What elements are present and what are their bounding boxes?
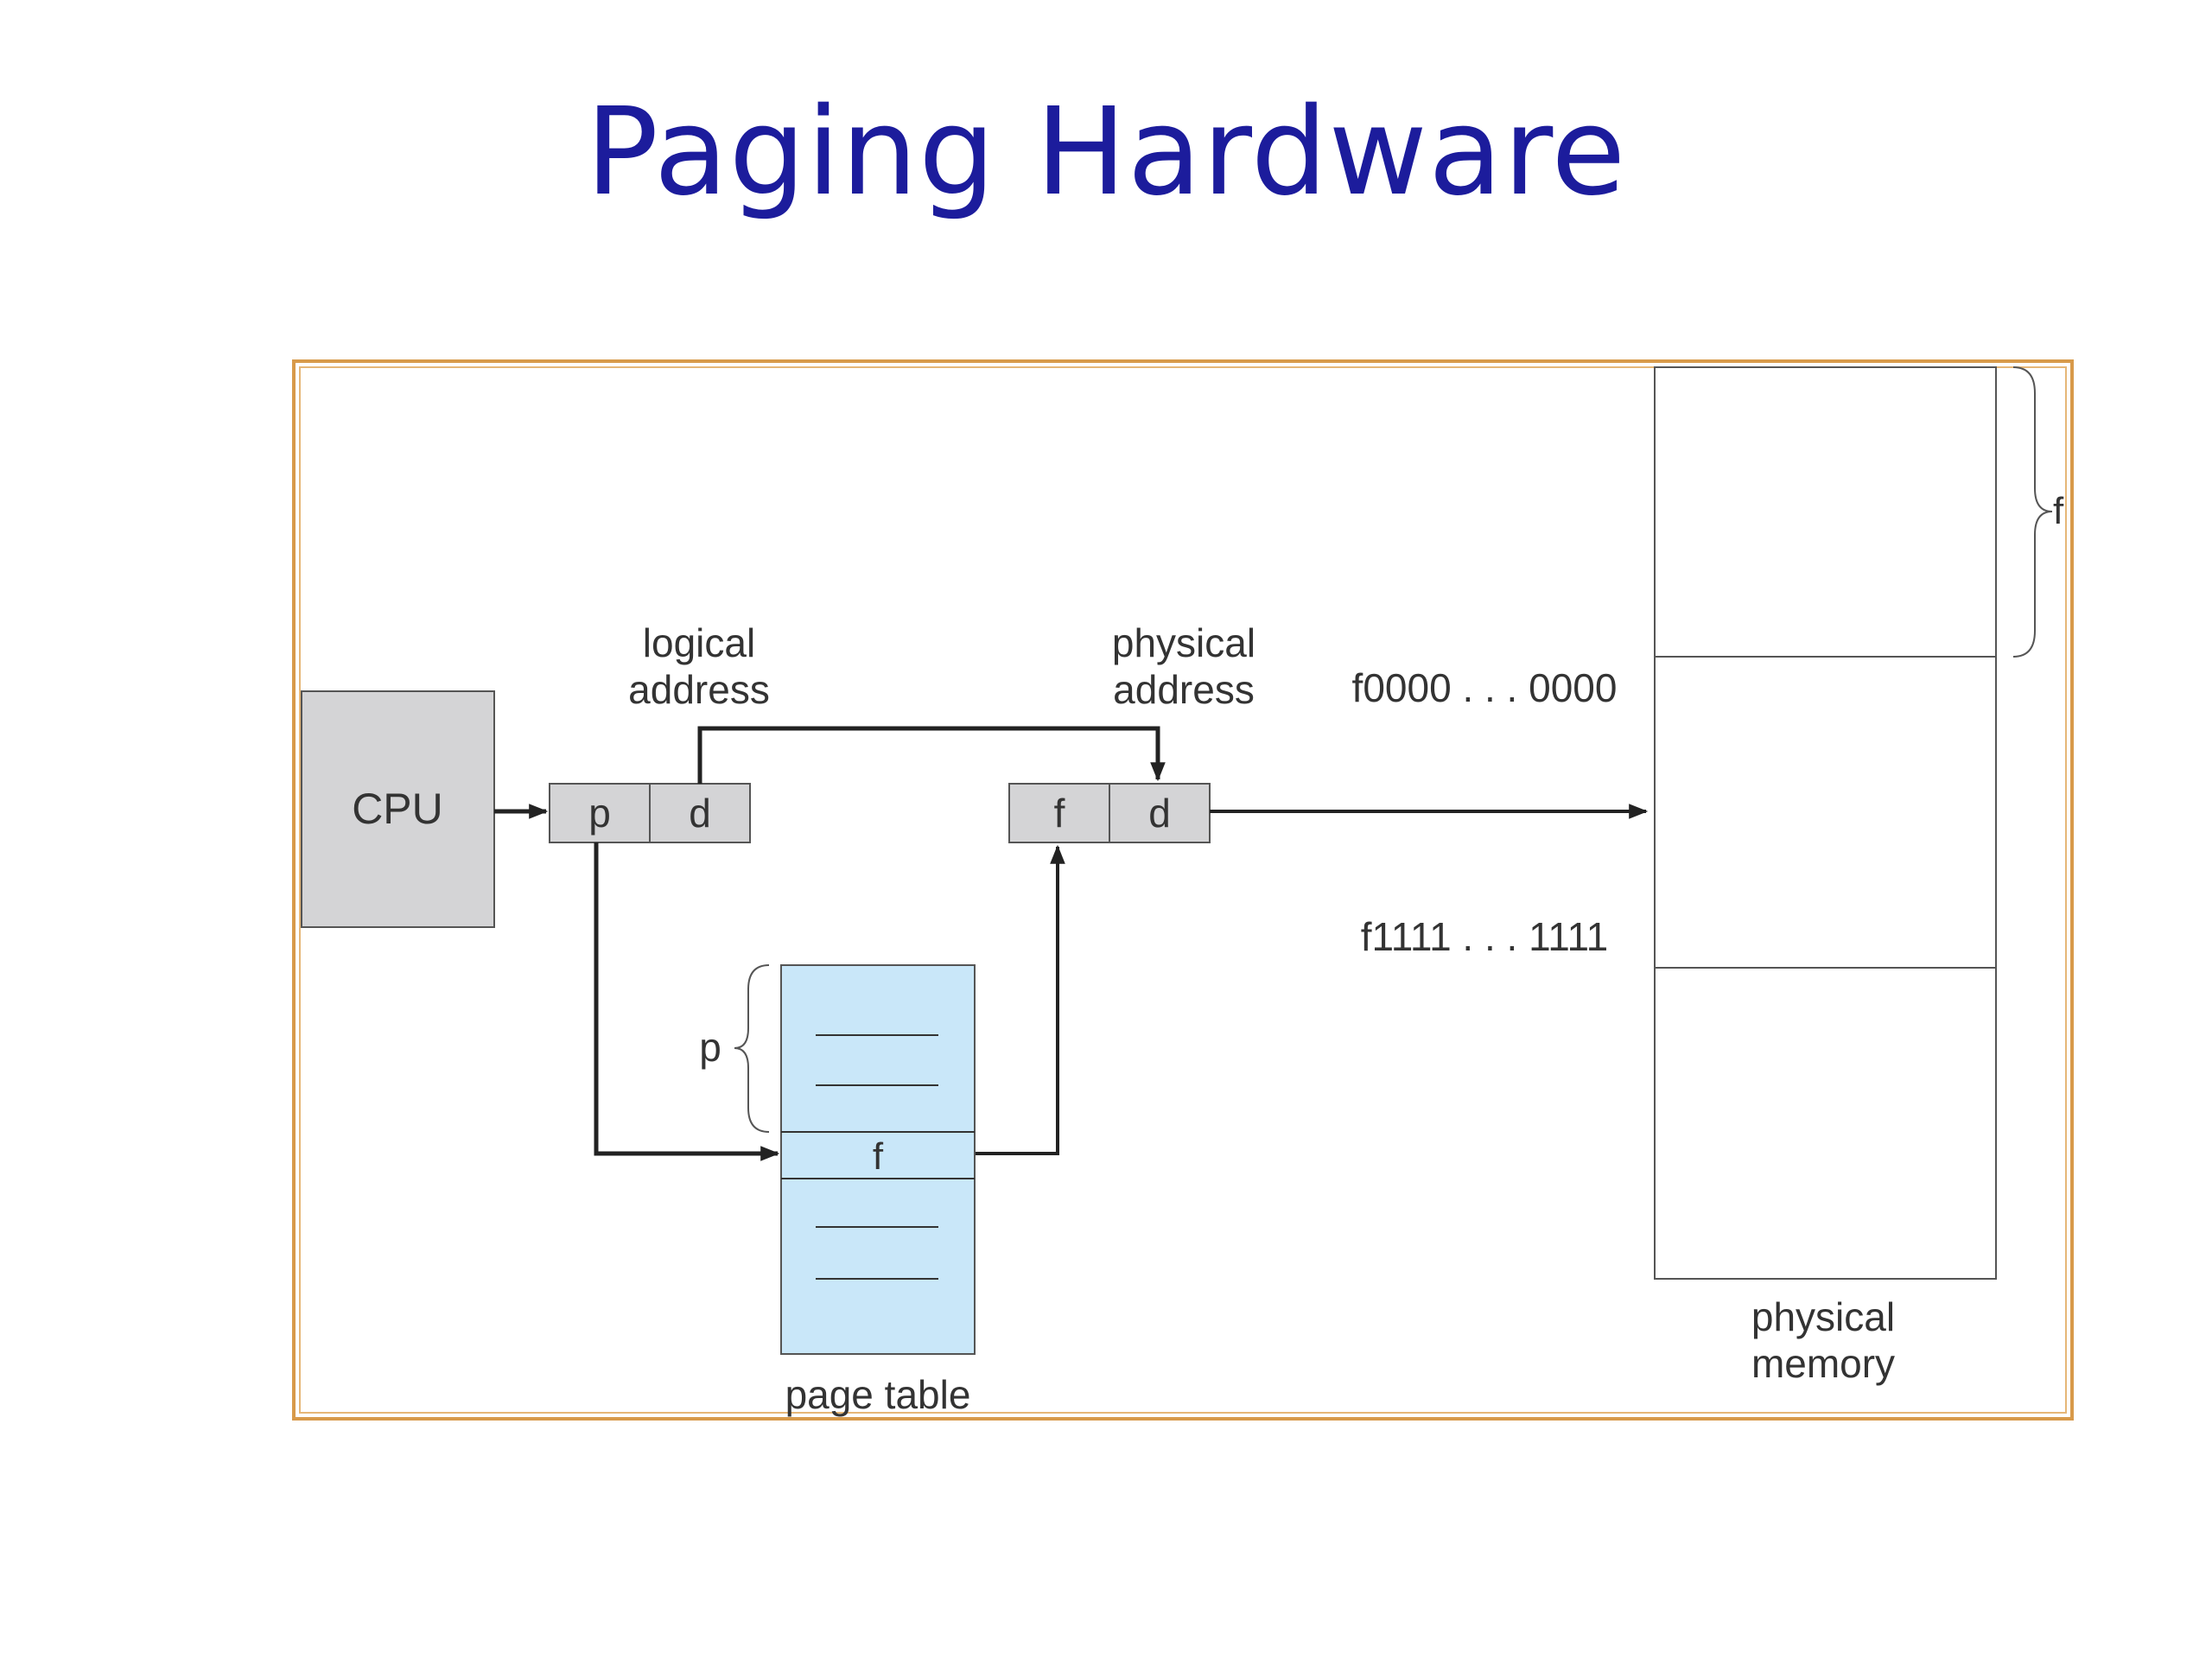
memory-frame-brace-label: f bbox=[2053, 490, 2064, 532]
slide-title: Paging Hardware bbox=[585, 82, 1627, 223]
logical-address-label-line1: logical bbox=[643, 620, 755, 665]
physical-memory-label-line2: memory bbox=[1751, 1341, 1895, 1386]
logical-address-p: p bbox=[588, 791, 611, 836]
physical-memory-label-line1: physical bbox=[1751, 1294, 1895, 1339]
frame-end-address: f1111 . . . 1111 bbox=[1361, 914, 1608, 959]
cpu-box bbox=[301, 690, 495, 928]
physical-address-label-line2: address bbox=[1113, 667, 1255, 712]
page-number-lookup-arrow bbox=[594, 842, 780, 1161]
physical-address-f: f bbox=[1054, 791, 1065, 836]
cpu-label: CPU bbox=[352, 785, 443, 833]
page-table bbox=[780, 964, 976, 1355]
physical-address-f-cell bbox=[1008, 783, 1110, 843]
physical-address-d: d bbox=[1148, 791, 1171, 836]
frame-number-arrow bbox=[975, 844, 1065, 1155]
memory-frame-brace bbox=[2012, 366, 2053, 658]
physical-memory bbox=[1654, 366, 1997, 1280]
logical-address-d-cell bbox=[649, 783, 751, 843]
page-table-label: page table bbox=[785, 1372, 971, 1417]
logical-address-label-line2: address bbox=[628, 667, 770, 712]
frame-start-address: f0000 . . . 0000 bbox=[1352, 665, 1618, 710]
diagram-frame-inner bbox=[299, 366, 2067, 1414]
page-table-p-label: p bbox=[699, 1025, 721, 1070]
page-table-p-brace bbox=[734, 964, 770, 1133]
offset-copy-arrow bbox=[697, 726, 1166, 784]
logical-address-d: d bbox=[689, 791, 711, 836]
page-table-entry-f: f bbox=[873, 1135, 884, 1178]
physical-address-label-line1: physical bbox=[1112, 620, 1255, 665]
